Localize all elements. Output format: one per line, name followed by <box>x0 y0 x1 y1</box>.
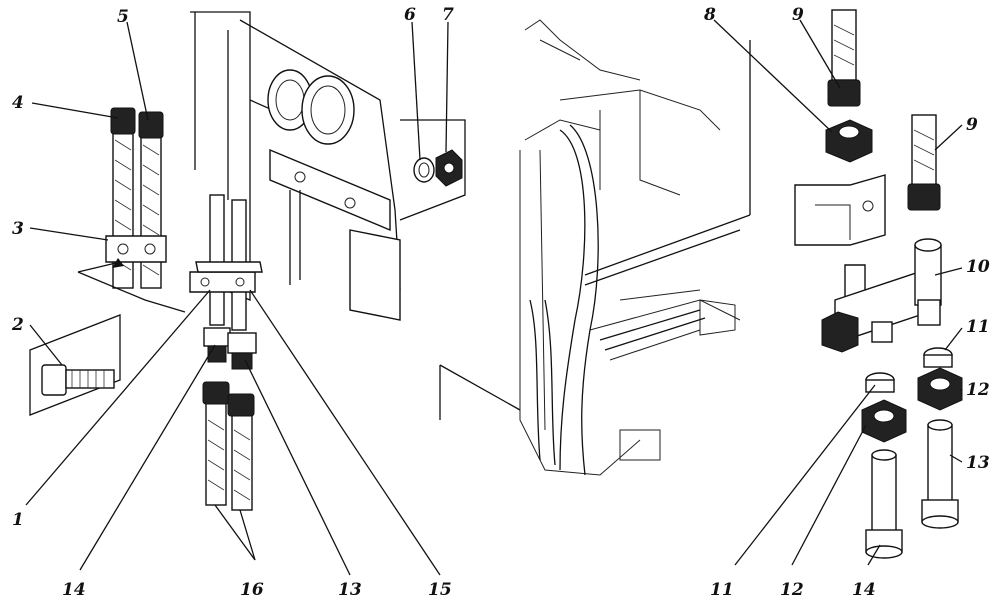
label-11-right: 11 <box>966 317 990 337</box>
bracket-panel <box>190 11 401 321</box>
label-12-bottom: 12 <box>780 580 804 600</box>
label-16: 16 <box>240 580 264 600</box>
label-15: 15 <box>428 580 452 600</box>
hose-pair-upper <box>105 107 167 289</box>
olive-ring-11 <box>865 347 953 393</box>
bolt-part <box>29 314 121 416</box>
callout-labels: 4 5 3 2 1 6 7 8 9 9 10 11 12 13 11 12 14… <box>11 5 990 600</box>
washer-nut-group <box>399 119 466 221</box>
pipe-pair-with-clamp <box>189 194 263 370</box>
label-1: 1 <box>12 510 24 530</box>
label-11-bottom: 11 <box>710 580 734 600</box>
label-5: 5 <box>117 7 129 27</box>
engine-frame <box>439 19 751 476</box>
nut-12 <box>861 367 963 443</box>
hose-end-9-upper <box>827 9 861 107</box>
label-8: 8 <box>703 5 716 25</box>
label-12-right: 12 <box>966 380 990 400</box>
label-14-right: 14 <box>852 580 876 600</box>
leader-lines <box>25 19 963 576</box>
mount-bracket <box>794 174 886 246</box>
label-9-lower: 9 <box>966 115 978 135</box>
label-4: 4 <box>12 93 24 113</box>
hose-pair-lower <box>202 381 255 511</box>
hose-end-9-lower <box>907 114 941 211</box>
assembly-arrow-upper <box>77 258 186 313</box>
nut-part-8 <box>825 119 873 163</box>
label-6: 6 <box>404 5 416 25</box>
pipe-stub-14 <box>865 449 903 559</box>
label-13-left: 13 <box>338 580 362 600</box>
label-13-right: 13 <box>966 453 990 473</box>
label-2: 2 <box>11 315 24 335</box>
tee-fitting-10 <box>821 238 942 353</box>
label-10: 10 <box>966 257 990 277</box>
label-7: 7 <box>442 5 454 25</box>
label-14-left: 14 <box>62 580 86 600</box>
label-9-upper: 9 <box>792 5 804 25</box>
pipe-stub-13 <box>921 419 959 529</box>
label-3: 3 <box>12 219 24 239</box>
